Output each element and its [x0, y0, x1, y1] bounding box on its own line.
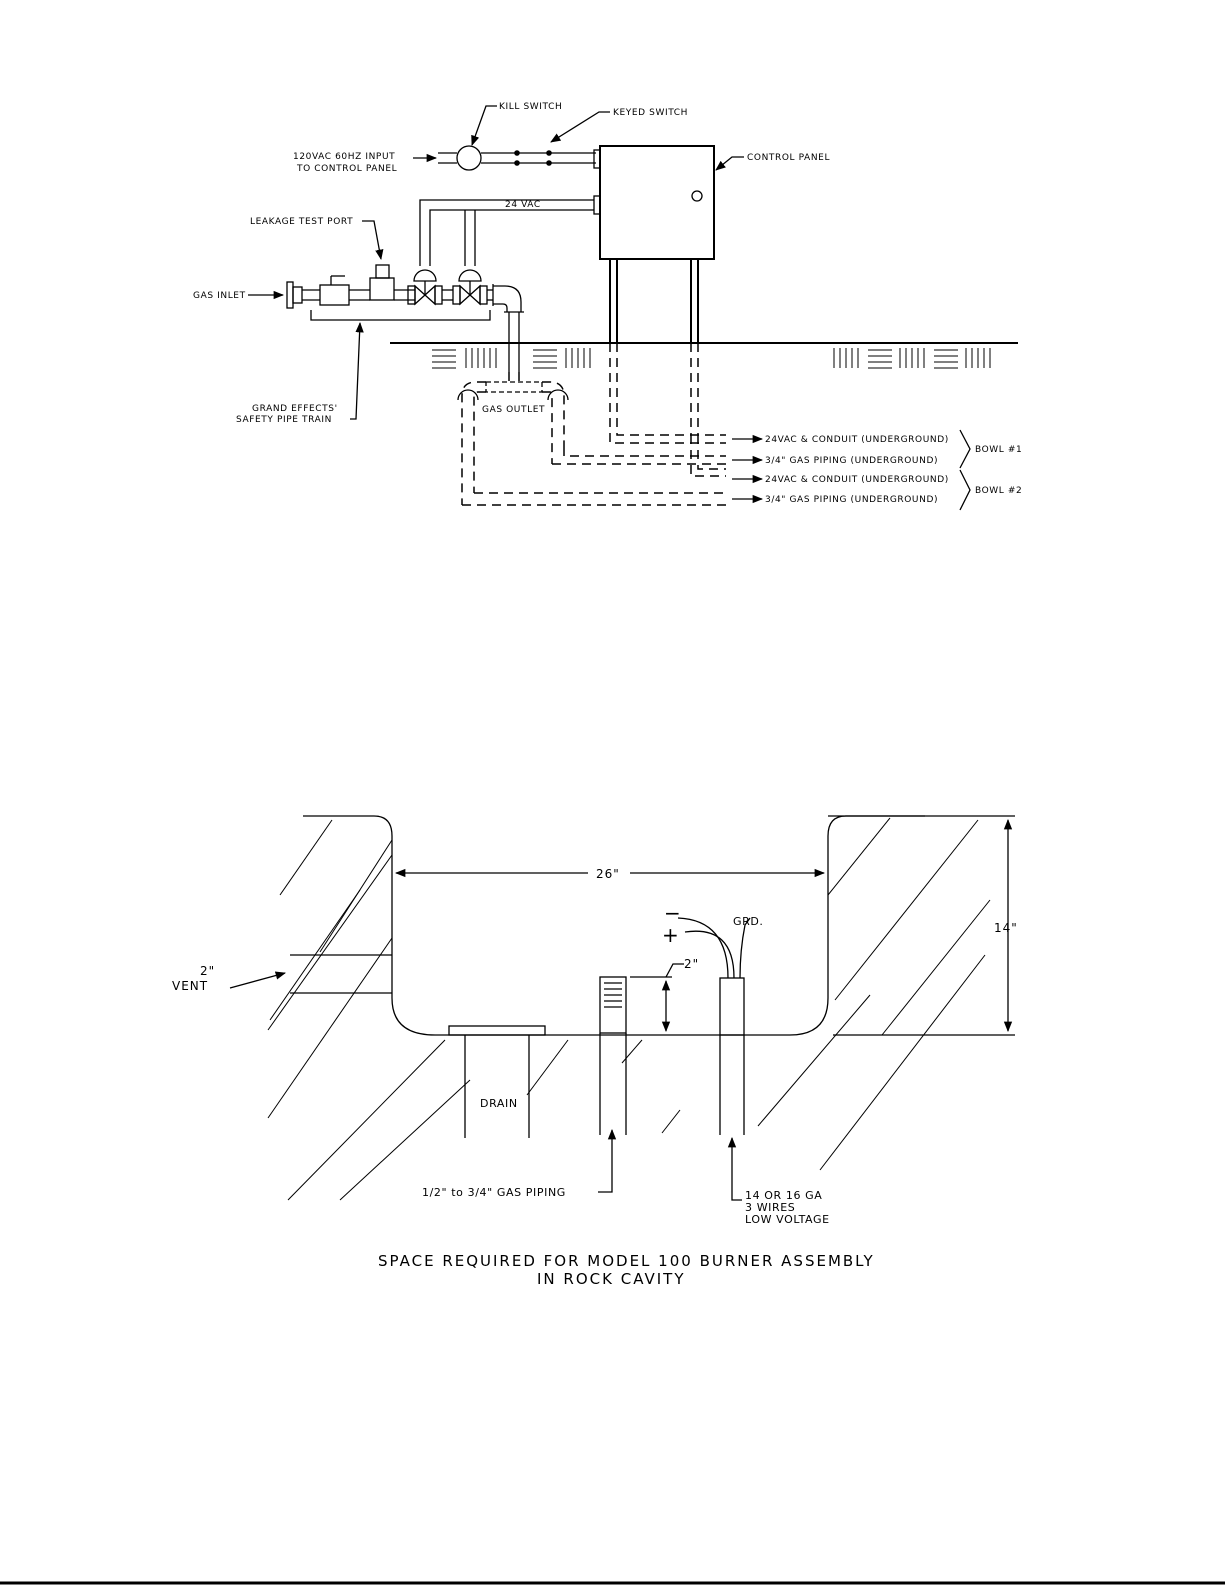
power-input-lines: [438, 145, 596, 171]
width-dimension-label: 26": [596, 867, 620, 881]
gas-outlet-tee: [457, 372, 569, 505]
wire-label-line3: LOW VOLTAGE: [745, 1213, 830, 1226]
run-label-2: 3/4" GAS PIPING (UNDERGROUND): [765, 456, 938, 466]
control-wires-24vac: [419, 199, 594, 266]
height-dimension-label: 14": [994, 921, 1018, 935]
bowl-2-label: BOWL #2: [975, 486, 1022, 496]
safety-pipe-train: [286, 264, 524, 372]
kill-switch-symbol: [456, 145, 482, 171]
run-label-1: 24VAC & CONDUIT (UNDERGROUND): [765, 435, 949, 445]
vent-label: VENT: [172, 979, 208, 993]
gas-outlet-label: GAS OUTLET: [482, 405, 545, 415]
vent-size-label: 2": [200, 964, 215, 978]
rock-hatching: [267, 817, 991, 1201]
run-label-3: 24VAC & CONDUIT (UNDERGROUND): [765, 475, 949, 485]
underground-runs: [462, 343, 726, 506]
drain-label: DRAIN: [480, 1097, 518, 1110]
control-panel-box: [593, 145, 715, 260]
bowl-1-label: BOWL #1: [975, 445, 1022, 455]
ground-wire-label: GRD.: [733, 915, 764, 928]
wire-conduit: [677, 917, 751, 1135]
ground-hatching: [432, 348, 991, 369]
control-panel-label: CONTROL PANEL: [747, 153, 830, 163]
cavity-outline: [303, 815, 925, 1036]
pipe-height-label: 2": [684, 957, 699, 971]
vac-24-label: 24 VAC: [505, 200, 541, 210]
wire-label-line1: 14 OR 16 GA: [745, 1189, 822, 1202]
gas-piping-label: 1/2" to 3/4" GAS PIPING: [422, 1186, 566, 1199]
keyed-switch-label: KEYED SWITCH: [613, 108, 688, 118]
drain: [448, 1025, 546, 1138]
wire-label-line2: 3 WIRES: [745, 1201, 795, 1214]
caption-line1: SPACE REQUIRED FOR MODEL 100 BURNER ASSE…: [378, 1252, 875, 1270]
run-label-4: 3/4" GAS PIPING (UNDERGROUND): [765, 495, 938, 505]
gas-inlet-label: GAS INLET: [193, 291, 246, 301]
plus-symbol: +: [662, 923, 679, 947]
minus-symbol: −: [664, 901, 681, 925]
pipe-train-label-line2: SAFETY PIPE TRAIN: [236, 415, 332, 425]
input-label-line2: TO CONTROL PANEL: [296, 164, 397, 174]
gas-pipe-stub: [599, 976, 627, 1135]
rock-cavity-diagram: 2" VENT 26" 14" DRAIN 1/2" to: [172, 815, 1018, 1288]
leakage-port-label: LEAKAGE TEST PORT: [250, 217, 353, 227]
wiring-piping-diagram: 120VAC 60HZ INPUT TO CONTROL PANEL KILL …: [193, 102, 1022, 511]
vent-pipe: [290, 954, 392, 994]
input-label-line1: 120VAC 60HZ INPUT: [293, 152, 395, 162]
kill-switch-label: KILL SWITCH: [499, 102, 562, 112]
caption-line2: IN ROCK CAVITY: [537, 1270, 686, 1288]
pipe-train-label-line1: GRAND EFFECTS': [252, 404, 338, 414]
